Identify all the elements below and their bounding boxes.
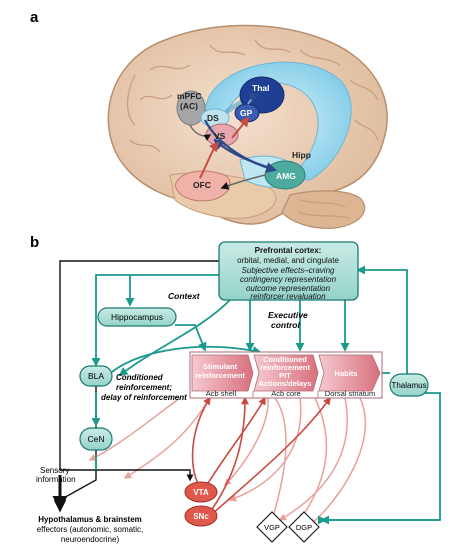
cen-box	[79, 427, 113, 451]
bla-label: BLA	[88, 371, 104, 381]
bla-box	[79, 365, 113, 387]
conditioned-label-4: Actions/delays	[259, 379, 312, 388]
snc-node	[184, 505, 218, 527]
thal-label: Thal	[252, 83, 269, 93]
stimulant-label-2: reinforcement	[195, 371, 246, 380]
hypothalamus-label-2: effectors (autonomic, somatic,	[37, 525, 144, 534]
prefrontal-title: Prefrontal cortex:	[255, 246, 322, 255]
prefrontal-line4: reinforcer revaluation	[250, 292, 326, 301]
dorsal-striatum-label: Dorsal striatum	[325, 389, 375, 398]
acb-core-label: Acb core	[271, 389, 301, 398]
prefrontal-line1: Subjective effects–craving	[242, 266, 335, 275]
hypothalamus-label-3: neuroendocrine)	[61, 535, 120, 544]
hipp-label: Hipp	[292, 150, 311, 160]
prefrontal-line3: outcome representation	[246, 284, 331, 293]
conditioned-note-3: delay of reinforcement	[101, 393, 187, 402]
mpfc-label: mPFC	[177, 91, 202, 101]
thalamus-box	[389, 373, 429, 397]
brain-illustration	[107, 24, 388, 229]
habits-label: Habits	[335, 369, 358, 378]
conditioned-label-3: PIT	[279, 371, 291, 380]
stimulant-label-1: Stimulant	[203, 362, 238, 371]
hippocampus-label: Hippocampus	[111, 312, 163, 322]
mpfc-sub-label: (AC)	[180, 101, 198, 111]
panel-a-letter: a	[30, 9, 39, 26]
sensory-label-1: Sensory	[40, 466, 69, 475]
executive-label-1: Executive	[268, 310, 308, 320]
conditioned-note-2: reinforcement;	[116, 383, 172, 392]
vgp-node	[256, 511, 288, 543]
prefrontal-box	[218, 241, 359, 301]
ofc-label: OFC	[193, 180, 211, 190]
vs-label: VS	[214, 131, 226, 141]
conditioned-note-1: Conditioned	[116, 373, 164, 382]
prefrontal-line2: contingency representation	[240, 275, 337, 284]
conditioned-label-1: Conditioned	[263, 355, 307, 364]
vta-node	[184, 481, 218, 503]
thalamus-label: Thalamus	[391, 381, 426, 390]
executive-label-2: control	[271, 320, 300, 330]
gp-label: GP	[240, 108, 253, 118]
hypothalamus-label-1: Hypothalamus & brainstem	[38, 515, 142, 524]
prefrontal-subtitle: orbital, medial, and cingulate	[237, 256, 339, 265]
cen-label: CeN	[87, 434, 104, 444]
vgp-label: VGP	[264, 523, 280, 532]
striatum-strip	[189, 351, 383, 399]
dgp-node	[288, 511, 320, 543]
ds-label: DS	[207, 113, 219, 123]
panel-b-letter: b	[30, 234, 39, 251]
vta-label: VTA	[193, 488, 209, 497]
hippocampus-box	[97, 307, 177, 327]
context-label: Context	[168, 291, 201, 301]
snc-label: SNc	[193, 512, 209, 521]
acb-shell-label: Acb shell	[206, 389, 237, 398]
sensory-label-2: information	[36, 475, 76, 484]
dgp-label: DGP	[296, 523, 312, 532]
amg-label: AMG	[276, 171, 296, 181]
dopamine-projections	[88, 397, 366, 526]
vta-snc-projections	[191, 396, 331, 517]
conditioned-label-2: reinforcement	[260, 363, 311, 372]
